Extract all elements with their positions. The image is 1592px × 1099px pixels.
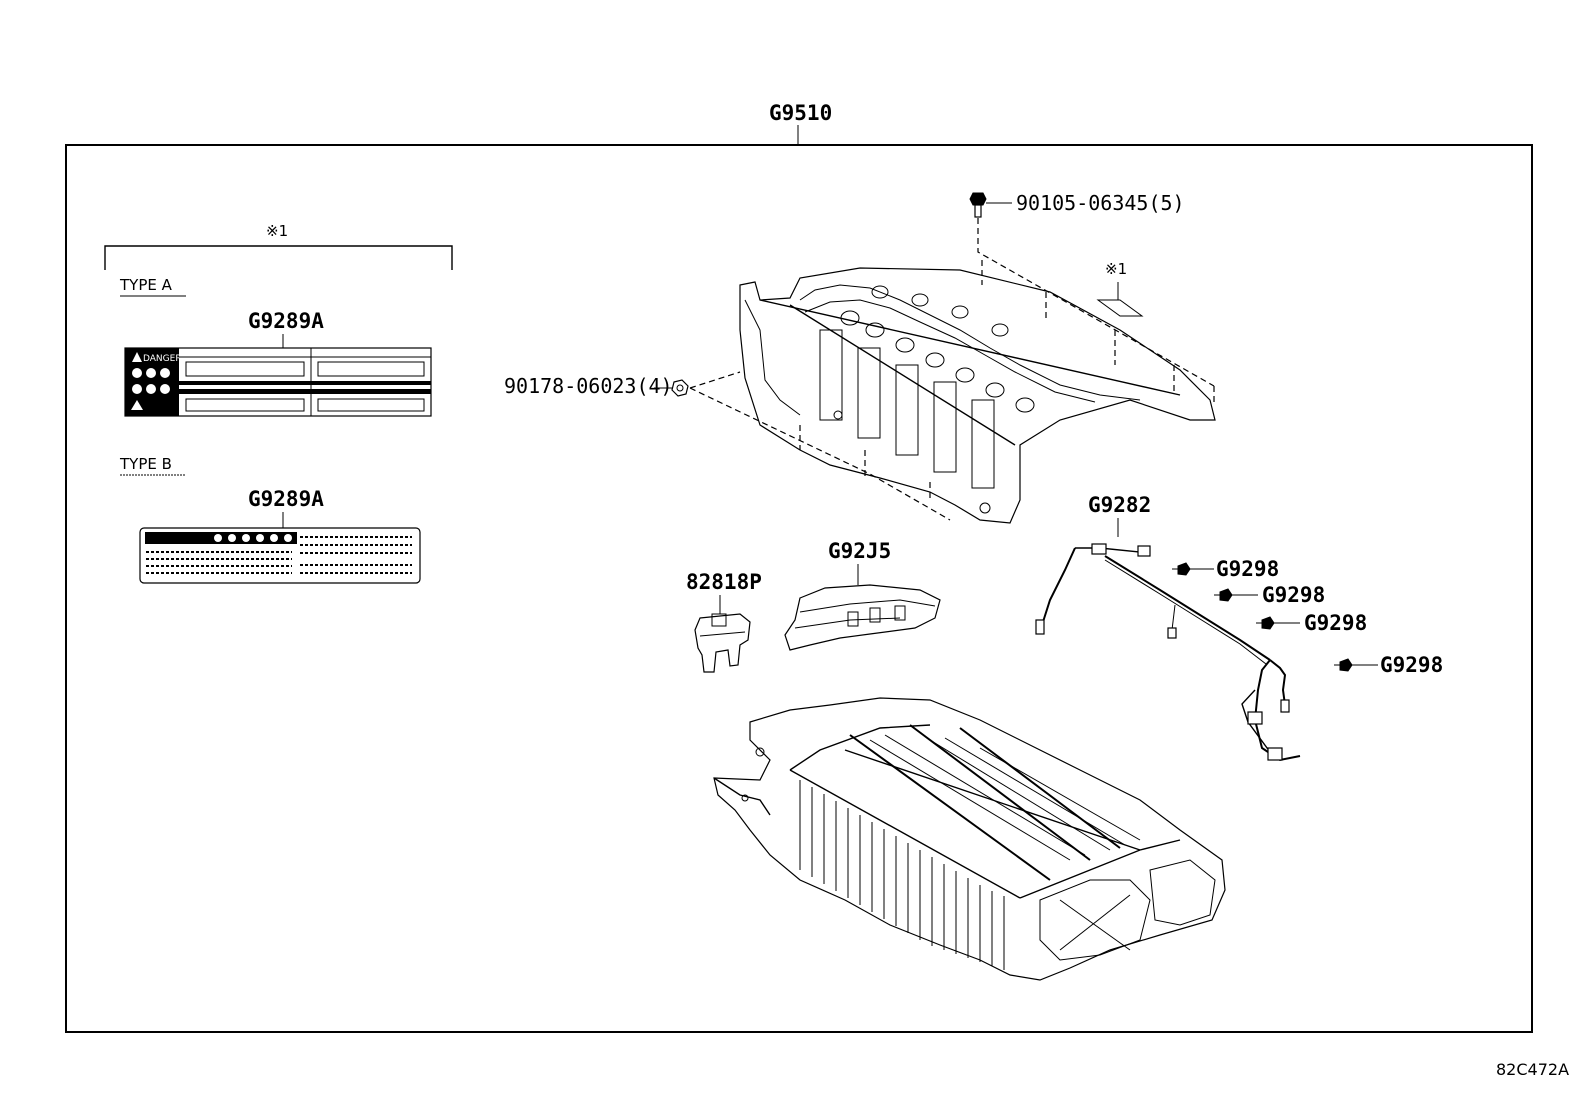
grommet-icon-3 (1256, 616, 1300, 630)
clip-bracket (694, 613, 751, 673)
assembly-label: G9510 (769, 101, 832, 125)
warning-label-type-a: DANGER (124, 347, 432, 417)
grommet-part-number-3: G9298 (1304, 611, 1367, 635)
danger-text: DANGER (143, 354, 182, 364)
grommet-part-number-4: G9298 (1380, 653, 1443, 677)
grommet-icon-2 (1214, 588, 1258, 602)
nut-part-number: 90178-06023(4) (504, 374, 673, 398)
type-b-part-number: G9289A (248, 487, 324, 511)
bolt-part-number: 90105-06345(5) (1016, 191, 1185, 215)
battery-upper-case (739, 267, 1216, 524)
harness-part-number: G9282 (1088, 493, 1151, 517)
grommet-part-number-1: G9298 (1216, 557, 1279, 581)
type-a-heading: TYPE A (119, 276, 173, 294)
clip-part-number: 82818P (686, 570, 762, 594)
warning-label-type-b (139, 527, 421, 584)
note-marker: ※1 (266, 222, 288, 240)
battery-bracket (784, 584, 941, 651)
figure-id: 82C472A (1496, 1060, 1569, 1079)
bolt-icon (969, 192, 1012, 218)
grommet-part-number-2: G9298 (1262, 583, 1325, 607)
nut-icon (671, 379, 689, 397)
wire-harness (1035, 543, 1301, 762)
grommet-icon-4 (1334, 658, 1378, 672)
grommet-icon-1 (1172, 562, 1214, 576)
assembly-frame (65, 144, 1533, 1033)
cover-note-marker: ※1 (1105, 260, 1127, 278)
type-b-heading: TYPE B (119, 455, 172, 473)
battery-module (713, 697, 1226, 981)
bracket-part-number: G92J5 (828, 539, 891, 563)
type-a-part-number: G9289A (248, 309, 324, 333)
